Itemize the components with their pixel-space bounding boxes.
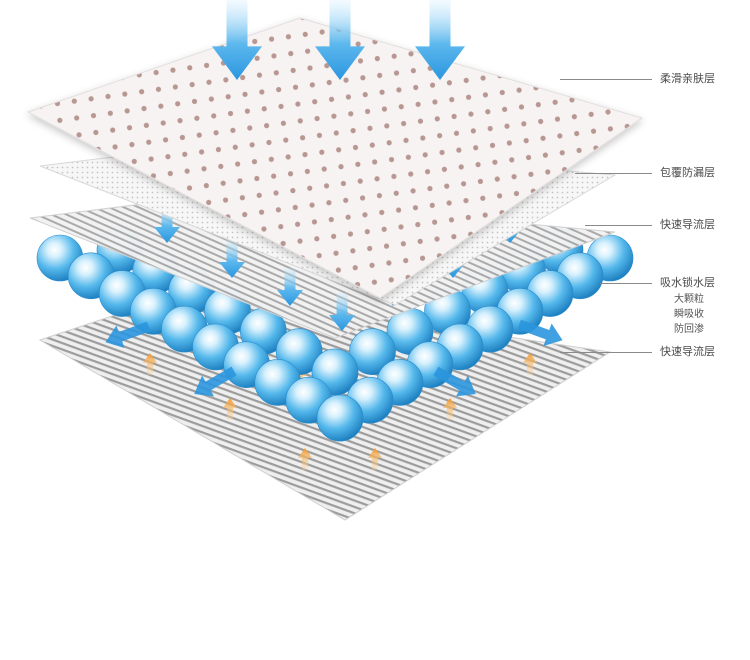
absorb-feature-2: 瞬吸收 [674,308,704,322]
absorb-feature-3: 防回渗 [674,323,704,337]
label-guide-upper: 快速导流层 [660,218,715,232]
absorb-sphere [317,395,363,441]
leader-line-guide-upper [585,225,652,226]
label-wrap-layer: 包覆防漏层 [660,166,715,180]
leader-line-top [560,79,652,80]
label-guide-lower: 快速导流层 [660,345,715,359]
label-absorb-layer: 吸水锁水层 [660,276,715,290]
leader-line-wrap [575,173,652,174]
absorb-feature-1: 大颗粒 [674,293,704,307]
leader-line-guide-lower [560,352,652,353]
label-top-layer: 柔滑亲肤层 [660,72,715,86]
leader-line-absorb [600,283,652,284]
